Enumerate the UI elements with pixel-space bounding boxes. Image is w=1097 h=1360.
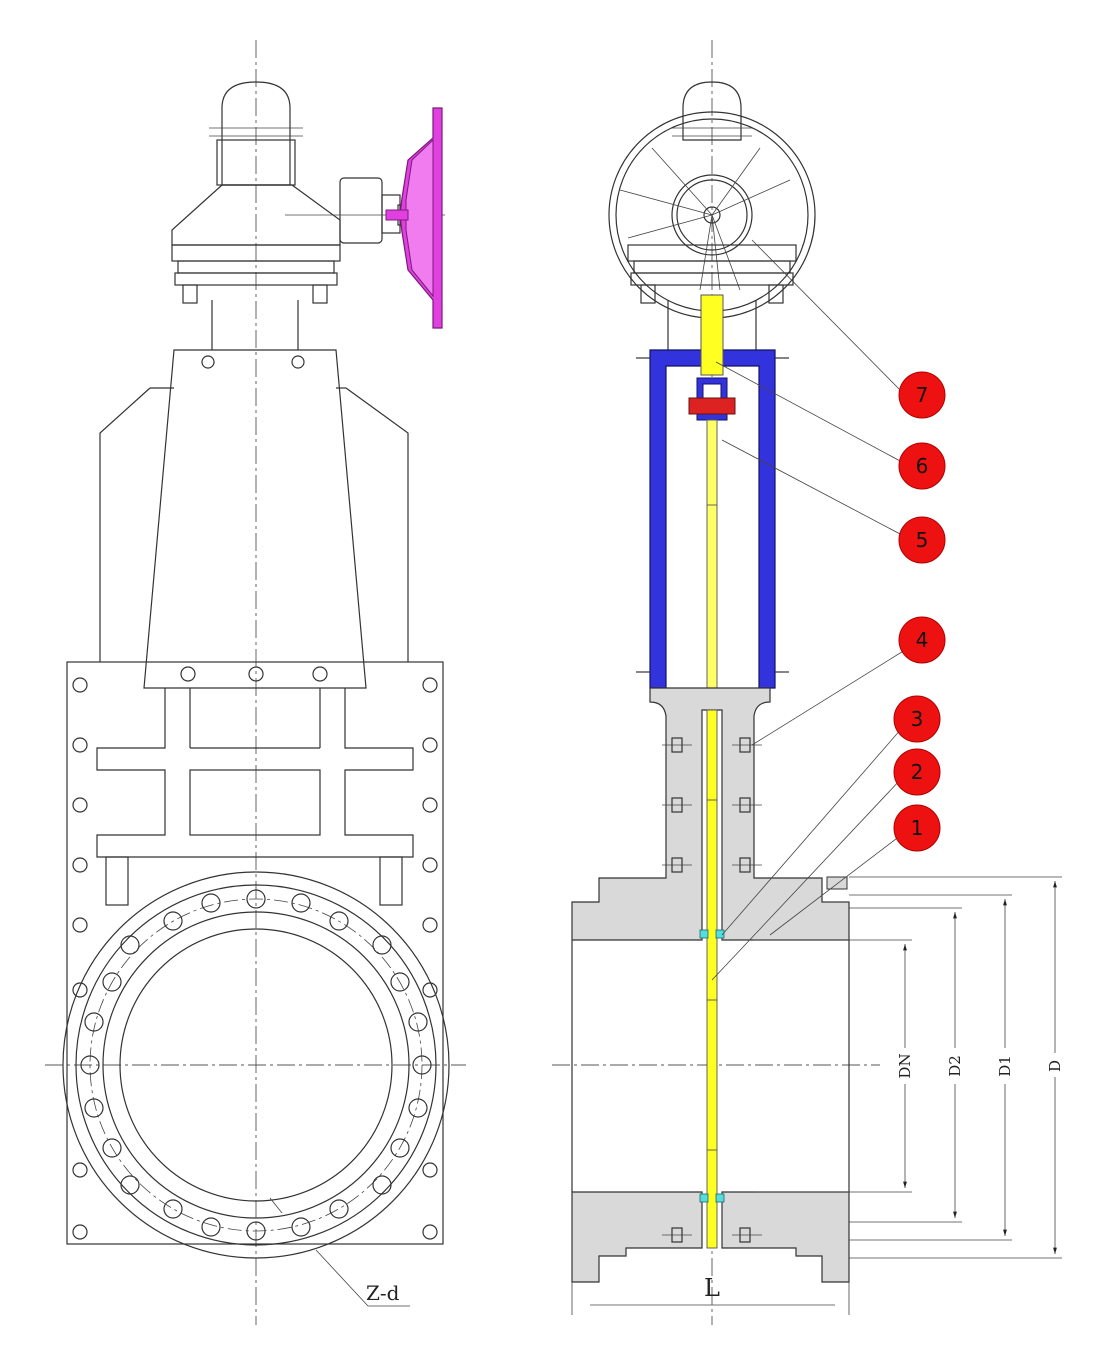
yoke-front: [99, 349, 409, 689]
front-view: Z-d: [45, 40, 466, 1325]
d2-label: D2: [946, 1055, 964, 1077]
z-d-label: Z-d: [366, 1281, 400, 1305]
balloon-5: 5: [898, 516, 946, 564]
balloon-2-label: 2: [911, 760, 924, 784]
flange-bolt-holes: [80, 889, 432, 1241]
l-label: L: [704, 1274, 720, 1302]
seal-lower-left: [699, 1193, 709, 1203]
lower-body-right: [721, 1191, 850, 1283]
stem-nut: [688, 377, 736, 421]
actuator-front: [171, 81, 445, 350]
lower-body-left: [571, 1191, 703, 1283]
balloon-6-label: 6: [916, 454, 929, 478]
handwheel-front: [385, 107, 443, 329]
d1-label: D1: [996, 1055, 1014, 1077]
dn-label: DN: [896, 1053, 914, 1078]
balloon-7: 7: [898, 371, 946, 419]
balloon-2: 2: [893, 748, 941, 796]
balloon-4-label: 4: [916, 628, 929, 652]
balloon-3: 3: [893, 695, 941, 743]
body-plate-front: Z-d: [62, 661, 450, 1307]
z-d-leader: [315, 1249, 410, 1307]
seal-upper-right: [715, 929, 725, 939]
gate-lower: [706, 709, 718, 1249]
section-view: DN D2 D1 D L 7 6 5: [552, 40, 1064, 1325]
seal-upper-left: [699, 929, 709, 939]
upper-stem: [700, 294, 724, 376]
gate-upper: [706, 419, 718, 711]
d-label: D: [1046, 1060, 1064, 1072]
seal-lower-right: [715, 1193, 725, 1203]
balloon-5-label: 5: [916, 528, 929, 552]
balloon-7-label: 7: [916, 383, 929, 407]
leader-lines: [711, 239, 906, 981]
balloon-6: 6: [898, 442, 946, 490]
balloon-3-label: 3: [911, 707, 924, 731]
balloon-4: 4: [898, 616, 946, 664]
balloon-1: 1: [893, 804, 941, 852]
packing-bolts: [662, 737, 762, 1243]
balloon-1-label: 1: [911, 816, 924, 840]
side-bolts: [72, 677, 438, 1240]
